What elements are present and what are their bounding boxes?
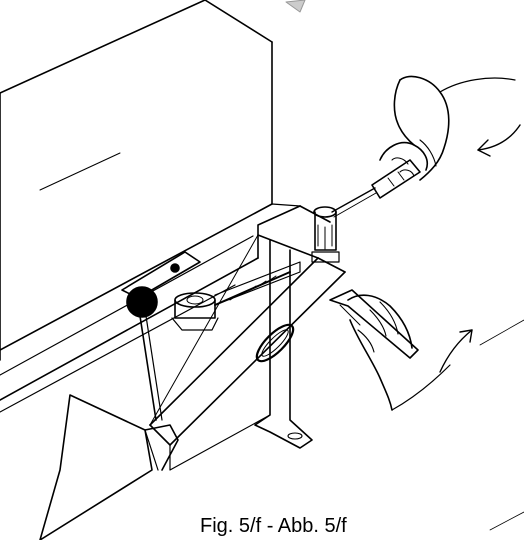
base-frame: [0, 203, 331, 413]
screwdriver: [331, 159, 421, 218]
wrench: [329, 289, 419, 359]
top-indicator-mark: [285, 0, 306, 13]
figure-caption: Fig. 5/f - Abb. 5/f: [200, 515, 347, 537]
adjustment-nut: [311, 206, 340, 263]
lever-knob: [126, 286, 163, 421]
pin-assembly: [171, 292, 219, 331]
background-line-bottom-right: [489, 511, 524, 531]
support-foot: [169, 239, 313, 471]
curved-arrow-icon-upper: [477, 124, 521, 157]
upper-hand: [379, 75, 516, 181]
curved-arrow-icon-lower: [439, 329, 473, 373]
lower-hand: [347, 294, 451, 411]
machine-body: [0, 0, 273, 376]
lever-slot: [255, 323, 295, 363]
threaded-rod: [214, 261, 301, 306]
background-line-right: [479, 319, 524, 346]
